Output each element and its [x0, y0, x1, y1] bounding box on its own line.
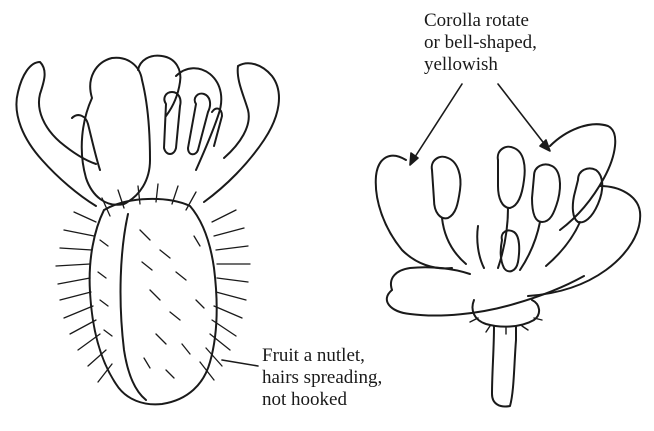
- leader-corolla-left: [413, 84, 462, 160]
- anther-2: [498, 147, 525, 208]
- petal-far-right: [528, 186, 640, 296]
- corolla-callout-line-2: or bell-shaped,: [424, 32, 537, 54]
- filament-1: [442, 218, 466, 264]
- right-sepal: [204, 63, 279, 202]
- fruit-callout: Fruit a nutlet, hairs spreading, not hoo…: [262, 345, 382, 411]
- right-corolla-lobe: [176, 68, 221, 170]
- corolla-callout: Corolla rotate or bell-shaped, yellowish: [424, 10, 537, 76]
- center-style: [477, 226, 484, 268]
- left-inner-lobe: [72, 115, 100, 170]
- petal-left-front: [391, 267, 470, 290]
- filament-2: [498, 208, 508, 268]
- fruit-callout-line-3: not hooked: [262, 389, 382, 411]
- corolla-callout-line-3: yellowish: [424, 54, 537, 76]
- left-sepal: [16, 62, 96, 206]
- petal-front: [387, 276, 584, 316]
- anther-1: [432, 157, 461, 219]
- nutlet-ridge: [121, 214, 146, 400]
- left-corolla-lobe: [82, 58, 150, 205]
- leader-fruit: [222, 360, 258, 366]
- fruit-callout-line-2: hairs spreading,: [262, 367, 382, 389]
- nutlet-bristles: [56, 184, 250, 382]
- corolla-callout-line-1: Corolla rotate: [424, 10, 537, 32]
- filament-3: [520, 222, 540, 270]
- calyx: [473, 300, 540, 327]
- fruit-callout-line-1: Fruit a nutlet,: [262, 345, 382, 367]
- petal-left: [376, 156, 452, 269]
- left-flower-with-nutlet: [16, 56, 279, 405]
- leader-corolla-right: [498, 84, 546, 146]
- anther-3: [532, 164, 560, 222]
- leader-corolla-right-arrow: [540, 140, 550, 151]
- stamen-1: [164, 92, 181, 154]
- stem: [492, 326, 516, 407]
- right-flower-corolla: [376, 124, 640, 406]
